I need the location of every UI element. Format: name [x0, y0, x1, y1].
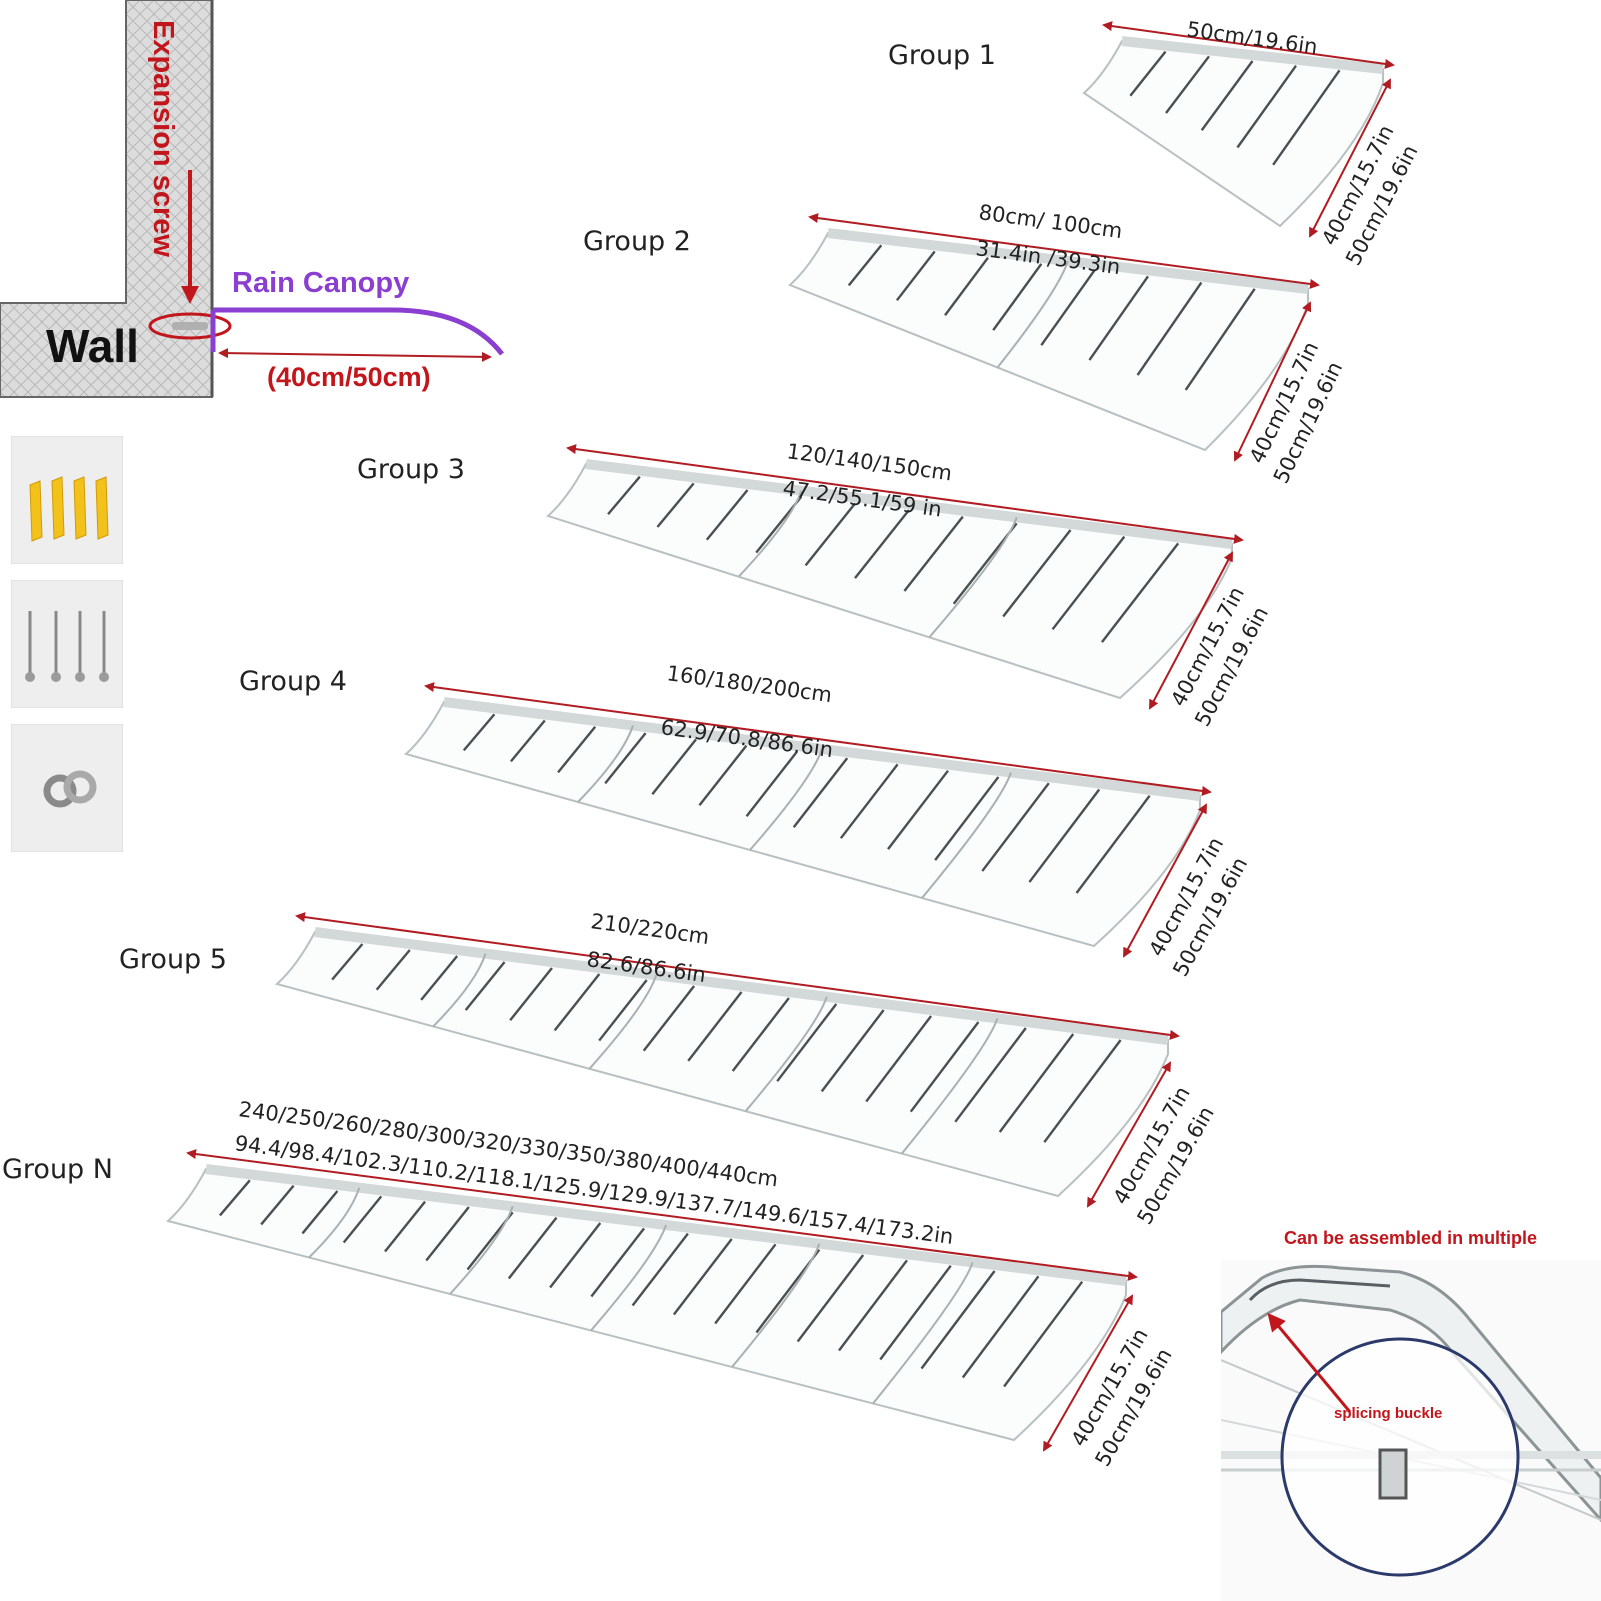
group-label: Group 2	[583, 226, 691, 257]
screw-icon	[25, 611, 109, 682]
group-label: Group 3	[357, 454, 465, 485]
canopy-rib	[998, 1033, 1075, 1133]
callout-label: splicing buckle	[1334, 1405, 1442, 1422]
group-label: Group 4	[239, 666, 347, 697]
width-arrow	[295, 912, 1180, 1040]
screw-highlight	[148, 312, 232, 340]
width-label: 160/180/200cm	[665, 661, 833, 707]
width-label: 80cm/ 100cm	[977, 200, 1123, 243]
canopy-rib	[1236, 64, 1297, 149]
depth-label: (40cm/50cm)	[267, 362, 431, 392]
canopy-rib	[1088, 275, 1149, 361]
width-arrow	[566, 444, 1244, 544]
detail-title: Can be assembled in multiple	[1284, 1228, 1537, 1248]
wall-label: Wall	[46, 320, 139, 372]
wall-anchor-icon	[29, 476, 109, 542]
canopy-profile	[213, 307, 504, 356]
canopy-rib	[920, 1270, 996, 1370]
wall-shape	[0, 0, 213, 398]
canopy-rib	[981, 782, 1050, 872]
canopy-panel	[165, 1167, 1127, 1442]
canopy-rib	[879, 1264, 952, 1361]
canopy-rib	[1136, 281, 1203, 376]
canopy-rib	[961, 1275, 1040, 1379]
width-arrow	[186, 1149, 1138, 1281]
side-diagram: Wall Expansion screw Rain Canopy (40cm/5…	[0, 0, 504, 398]
assembly-detail: Can be assembled in multiple splicing bu…	[1221, 1228, 1601, 1601]
hardware-thumb-washers	[11, 724, 123, 852]
width-arrow	[1102, 21, 1395, 69]
depth-arrow	[1043, 1294, 1133, 1452]
depth-arrow	[218, 348, 492, 362]
buckle-shape	[1378, 1448, 1408, 1500]
width-arrow	[808, 213, 1320, 289]
depth-arrow	[1309, 78, 1391, 238]
width-label: 120/140/150cm	[785, 439, 953, 485]
canopy-rib	[1200, 60, 1254, 131]
width-arrow	[424, 682, 1212, 796]
washer-icon	[43, 770, 97, 808]
group-label: Group 1	[888, 40, 996, 71]
screw-head-icon	[172, 322, 208, 330]
hardware-thumb-anchors	[11, 436, 123, 564]
width-label: 210/220cm	[589, 909, 710, 949]
hardware-thumb-screws	[11, 580, 123, 708]
expansion-screw-label: Expansion screw	[147, 20, 179, 257]
group-label: Group 5	[119, 944, 227, 975]
rain-canopy-label: Rain Canopy	[232, 267, 409, 299]
canopy-rib	[1051, 535, 1126, 631]
depth-arrow	[1233, 301, 1312, 462]
group-label: Group N	[2, 1154, 113, 1185]
canopy-rib	[1028, 788, 1101, 883]
canopy-rib	[1002, 529, 1072, 618]
canopy-rib	[954, 1027, 1027, 1123]
canopy-rib	[1043, 1039, 1122, 1143]
callout-arrow	[1267, 1312, 1352, 1413]
